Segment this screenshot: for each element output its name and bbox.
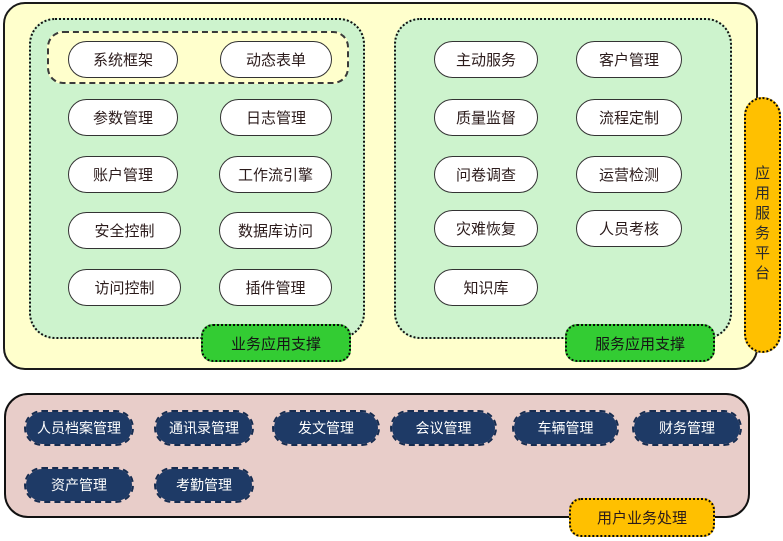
platform-vertical-label: 应用服务平台 [744, 97, 781, 353]
service-application-support-panel: 主动服务 客户管理 质量监督 流程定制 问卷调查 运营检测 灾难恢复 人员考核 … [394, 18, 732, 362]
platform-vertical-label-text: 应用服务平台 [753, 165, 771, 285]
node-personnel-file-management: 人员档案管理 [24, 410, 134, 446]
node-meeting-management: 会议管理 [390, 410, 497, 446]
node-vehicle-management: 车辆管理 [512, 410, 619, 446]
platform-container: 系统框架 动态表单 参数管理 日志管理 账户管理 工作流引擎 安全控制 数据库访… [3, 2, 781, 370]
node-system-framework: 系统框架 [68, 41, 178, 78]
business-support-badge: 业务应用支撑 [201, 324, 351, 362]
node-log-management: 日志管理 [220, 99, 332, 136]
node-workflow-engine: 工作流引擎 [219, 156, 332, 193]
node-document-dispatch-management: 发文管理 [272, 410, 380, 446]
node-contacts-management: 通讯录管理 [154, 410, 254, 446]
node-security-control: 安全控制 [68, 212, 181, 249]
node-finance-management: 财务管理 [632, 410, 742, 446]
node-account-management: 账户管理 [68, 156, 178, 193]
node-parameter-management: 参数管理 [68, 99, 178, 136]
node-database-access: 数据库访问 [219, 212, 332, 249]
node-customer-management: 客户管理 [576, 41, 682, 78]
service-support-badge: 服务应用支撑 [565, 324, 715, 362]
node-attendance-management: 考勤管理 [154, 467, 254, 503]
node-quality-supervision: 质量监督 [434, 99, 538, 136]
user-business-band: 人员档案管理 通讯录管理 发文管理 会议管理 车辆管理 财务管理 资产管理 考勤… [4, 393, 750, 537]
node-questionnaire-survey: 问卷调查 [434, 156, 538, 193]
node-active-service: 主动服务 [434, 41, 538, 78]
business-application-support-panel: 系统框架 动态表单 参数管理 日志管理 账户管理 工作流引擎 安全控制 数据库访… [29, 18, 365, 362]
node-personnel-assessment: 人员考核 [576, 210, 682, 247]
node-access-control: 访问控制 [68, 269, 181, 306]
node-plugin-management: 插件管理 [219, 269, 332, 306]
node-knowledge-base: 知识库 [434, 269, 538, 306]
node-disaster-recovery: 灾难恢复 [434, 210, 538, 247]
node-asset-management: 资产管理 [24, 467, 134, 503]
user-business-badge: 用户业务处理 [569, 498, 715, 537]
node-process-customization: 流程定制 [576, 99, 682, 136]
node-operation-monitoring: 运营检测 [576, 156, 682, 193]
node-dynamic-form: 动态表单 [220, 41, 332, 78]
